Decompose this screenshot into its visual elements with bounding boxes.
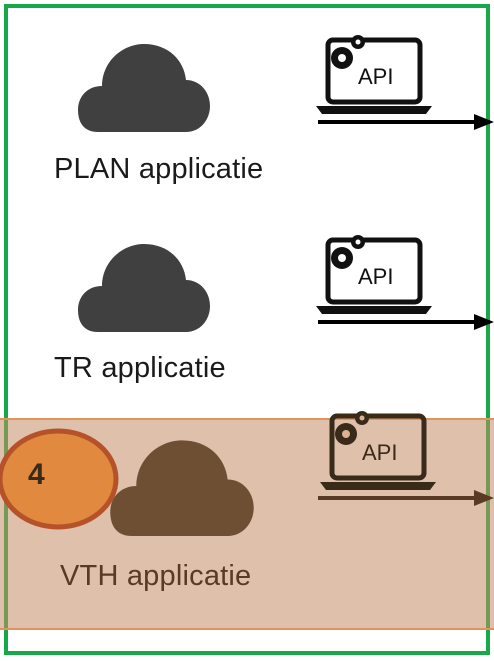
plan-application-label: PLAN applicatie bbox=[54, 153, 264, 185]
gear-icon bbox=[335, 411, 369, 445]
api-laptop-icon: API bbox=[316, 35, 432, 114]
api-text: API bbox=[358, 64, 393, 89]
vth-application-label: VTH applicatie bbox=[60, 560, 252, 592]
api-text: API bbox=[358, 264, 393, 289]
cloud-icon bbox=[110, 440, 254, 536]
cloud-icon bbox=[78, 244, 210, 332]
cloud-icon bbox=[78, 44, 210, 132]
api-laptop-icon: API bbox=[316, 235, 432, 314]
gear-icon bbox=[331, 235, 365, 269]
arrow-right-icon bbox=[318, 114, 494, 130]
tr-application-label: TR applicatie bbox=[54, 352, 226, 384]
application-frame bbox=[4, 4, 490, 655]
arrow-right-icon bbox=[318, 490, 494, 506]
step-badge-number: 4 bbox=[28, 458, 45, 491]
api-laptop-icon: API bbox=[320, 411, 436, 490]
gear-icon bbox=[331, 35, 365, 69]
step-badge bbox=[0, 428, 119, 530]
arrow-right-icon bbox=[318, 314, 494, 330]
api-text: API bbox=[362, 440, 397, 465]
